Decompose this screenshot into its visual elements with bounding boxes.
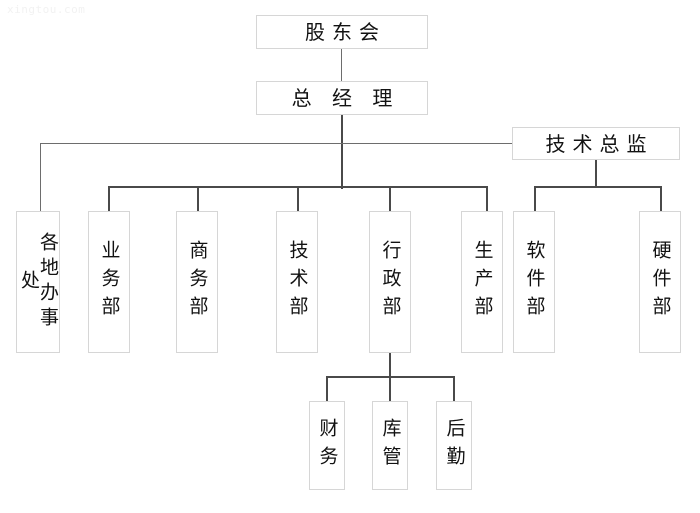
connector-to-technology-dept (297, 186, 299, 211)
node-finance[interactable]: 财务 (309, 401, 345, 490)
node-logistics[interactable]: 后勤 (436, 401, 472, 490)
node-commerce-dept[interactable]: 商务部 (176, 211, 218, 353)
connector-admin-dept-bus (326, 376, 455, 378)
connector-to-software-dept (534, 186, 536, 211)
connector-to-logistics (453, 376, 455, 401)
node-tech-director[interactable]: 技术总监 (512, 127, 680, 160)
connector-gm-trunk (341, 115, 343, 189)
connector-to-finance (326, 376, 328, 401)
node-shareholders[interactable]: 股东会 (256, 15, 428, 49)
connector-gm-top-bus (40, 143, 513, 144)
connector-to-regional-offices (40, 143, 41, 211)
node-technology-dept[interactable]: 技术部 (276, 211, 318, 353)
connector-shareholders-to-gm (341, 49, 342, 81)
watermark-text: xingtou.com (7, 3, 86, 16)
connector-tech-director-bus (534, 186, 662, 188)
connector-to-admin-dept (389, 186, 391, 211)
node-general-manager[interactable]: 总 经 理 (256, 81, 428, 115)
node-regional-offices[interactable]: 各地办事处 (16, 211, 60, 353)
node-software-dept[interactable]: 软件部 (513, 211, 555, 353)
connector-to-commerce-dept (197, 186, 199, 211)
node-business-dept[interactable]: 业务部 (88, 211, 130, 353)
node-production-dept[interactable]: 生产部 (461, 211, 503, 353)
connector-tech-director-trunk (595, 160, 597, 188)
connector-to-business-dept (108, 186, 110, 211)
connector-to-production-dept (486, 186, 488, 211)
connector-to-hardware-dept (660, 186, 662, 211)
node-admin-dept[interactable]: 行政部 (369, 211, 411, 353)
node-hardware-dept[interactable]: 硬件部 (639, 211, 681, 353)
node-warehouse[interactable]: 库管 (372, 401, 408, 490)
